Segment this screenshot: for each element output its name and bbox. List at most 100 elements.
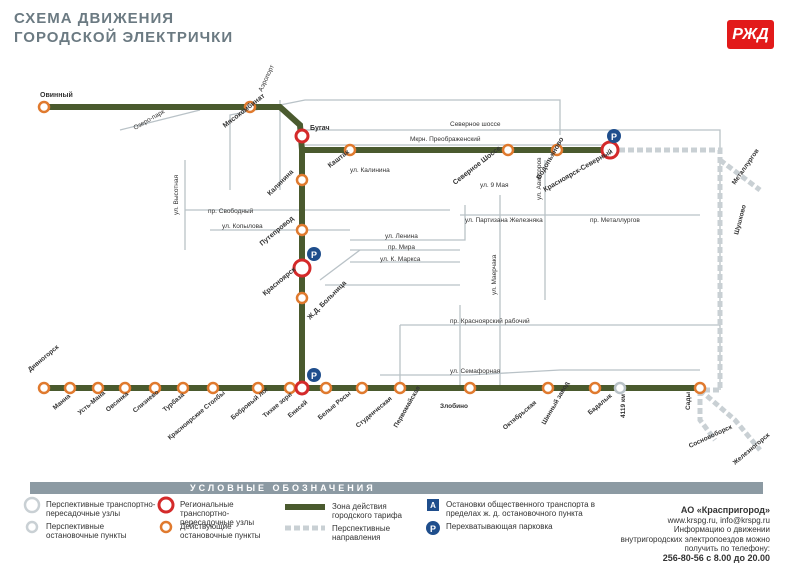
label-zlobino: Злобино	[440, 402, 468, 410]
station-severnoe-shosse[interactable]	[501, 143, 515, 157]
svg-text:P: P	[430, 524, 436, 534]
station-badalyk[interactable]	[588, 381, 602, 395]
station-vodopyanovo[interactable]	[550, 143, 564, 157]
station-myasokombinat[interactable]	[243, 100, 257, 114]
legend-perspective-directions: Перспективные направления	[332, 524, 391, 542]
station-studencheskaya[interactable]	[355, 381, 369, 395]
legend-tariff-zone: Зона действия городского тарифа	[332, 502, 403, 520]
street-severnoe-shosse: Северное шоссе	[450, 121, 501, 128]
street-aeroport: Аэропорт	[257, 64, 275, 93]
rzd-logo: РЖД	[727, 20, 774, 49]
label-turbaza: Турбаза	[161, 391, 186, 414]
legend-header-bar	[30, 482, 763, 494]
label-ovsyanka: Овсянка	[105, 391, 131, 414]
org-site[interactable]: www.krspg.ru, info@krspg.ru	[667, 515, 770, 525]
legend-regional-hubs: Региональные транспортно-пересадочные уз…	[180, 500, 255, 527]
station-krasnoyarskie-stolby[interactable]	[206, 381, 220, 395]
station-enisey[interactable]	[294, 380, 310, 396]
street-grid	[119, 99, 721, 390]
station-manna[interactable]	[63, 381, 77, 395]
station-bugach[interactable]	[294, 128, 310, 144]
station-puteprovod[interactable]	[295, 223, 309, 237]
station-shinny-zavod[interactable]	[541, 381, 555, 395]
street-kalinina: ул. Калинина	[350, 167, 390, 174]
street-aviatorov: ул. Авиаторов	[536, 157, 543, 200]
label-sady: Сады	[685, 391, 692, 410]
station-ust-mana[interactable]	[91, 381, 105, 395]
station-belye-rosy[interactable]	[319, 381, 333, 395]
transit-map: P P P Овинный Мясокомбинат Бугач Каштак …	[27, 64, 772, 467]
station-krasnoyarsk-severny[interactable]	[600, 140, 620, 160]
station-turbaza[interactable]	[176, 381, 190, 395]
title-line-2: ГОРОДСКОЙ ЭЛЕКТРИЧКИ	[14, 29, 234, 46]
street-preobrazhensky: Мкрн. Преображенский	[410, 135, 481, 143]
label-shushkovo: Шушково	[733, 204, 748, 235]
label-zheleznogorsk: Железногорск	[731, 431, 772, 467]
street-9-maya: ул. 9 Мая	[480, 182, 509, 189]
org-info: Информацию о движении внутригородских эл…	[620, 525, 770, 553]
station-pervomayskaya[interactable]	[393, 381, 407, 395]
station-kalinina[interactable]	[295, 173, 309, 187]
station-ovinny[interactable]	[37, 100, 51, 114]
street-mira: пр. Мира	[388, 244, 415, 251]
legend-parking-symbol	[426, 521, 440, 535]
street-semafornaya: ул. Семафорная	[450, 368, 501, 375]
street-metallurgov: пр. Металлургов	[590, 217, 640, 224]
station-sliznevo[interactable]	[148, 381, 162, 395]
legend-bus-stops: Остановки общественного транспорта в пре…	[446, 500, 596, 518]
label-belye-rosy: Белые Росы	[317, 390, 353, 422]
label-sosnovoborsk: Сосновоборск	[687, 422, 733, 449]
station-zhd-bolnitsa[interactable]	[295, 291, 309, 305]
svg-text:P: P	[311, 371, 317, 381]
label-krasnoyarsk: Красноярск	[262, 266, 298, 298]
station-divnogorsk[interactable]	[37, 381, 51, 395]
legend-title: УСЛОВНЫЕ ОБОЗНАЧЕНИЯ	[190, 483, 376, 493]
street-maerchaka: ул. Маерчака	[491, 254, 498, 295]
parking-icon[interactable]: P	[607, 129, 621, 143]
station-zlobino[interactable]	[463, 381, 477, 395]
legend-perspective-stops: Перспективные остановочные пункты	[46, 522, 127, 540]
legend-perspective-hub-symbol	[23, 496, 41, 514]
label-myasokombinat: Мясокомбинат	[221, 92, 267, 130]
legend-bus-stop-symbol	[427, 499, 439, 511]
street-partizana: ул. Партизана Железняка	[465, 217, 543, 224]
label-4119km: 4119 км	[620, 394, 627, 418]
street-lenina: ул. Ленина	[385, 233, 418, 240]
map-title: СХЕМА ДВИЖЕНИЯ ГОРОДСКОЙ ЭЛЕКТРИЧКИ	[14, 9, 233, 47]
label-zhd-bolnitsa: Ж.Д. Больница	[306, 280, 348, 322]
station-sady[interactable]	[693, 381, 707, 395]
station-4119km[interactable]	[613, 381, 627, 395]
street-k-marksa: ул. К. Маркса	[380, 256, 421, 263]
street-kopylova: ул. Копылова	[222, 223, 263, 230]
svg-text:A: A	[430, 501, 436, 510]
parking-markers: P P P	[307, 129, 621, 382]
label-bugach: Бугач	[310, 125, 330, 132]
legend-active-stops: Действующие остановочные пункты	[180, 522, 261, 540]
label-studencheskaya: Студенческая	[355, 395, 394, 429]
parking-icon[interactable]: P	[307, 368, 321, 382]
label-manna: Манна	[52, 393, 73, 412]
label-kalinina: Калинина	[266, 169, 295, 198]
label-ust-mana: Усть-Мана	[77, 390, 107, 417]
svg-text:P: P	[611, 132, 617, 142]
organization-info: АО «Краспригород» www.krspg.ru, info@krs…	[620, 505, 770, 563]
label-enisey: Енисей	[286, 398, 309, 419]
parking-icon[interactable]: P	[307, 247, 321, 261]
station-kashtak[interactable]	[343, 143, 357, 157]
street-svobodny: пр. Свободный	[208, 207, 254, 215]
legend-parking: Перехватывающая парковка	[446, 522, 553, 531]
street-vysotnaya: ул. Высотная	[173, 175, 180, 215]
station-krasnoyarsk[interactable]	[292, 258, 312, 278]
svg-text:P: P	[311, 250, 317, 260]
label-ovinny: Овинный	[40, 91, 73, 99]
station-labels: Овинный Мясокомбинат Бугач Каштак Северн…	[40, 91, 614, 322]
station-tikhie-zori[interactable]	[283, 381, 297, 395]
label-puteprovod: Путепровод	[259, 215, 296, 248]
station-ovsyanka[interactable]	[118, 381, 132, 395]
station-markers	[37, 100, 707, 396]
station-bobrovy-log[interactable]	[251, 381, 265, 395]
perspective-lines	[610, 147, 762, 452]
label-sliznevo: Слизнево	[132, 389, 161, 415]
label-badalyk: Бадалык	[587, 392, 614, 416]
street-labels: ул. Калинина Северное шоссе Мкрн. Преобр…	[133, 64, 641, 375]
